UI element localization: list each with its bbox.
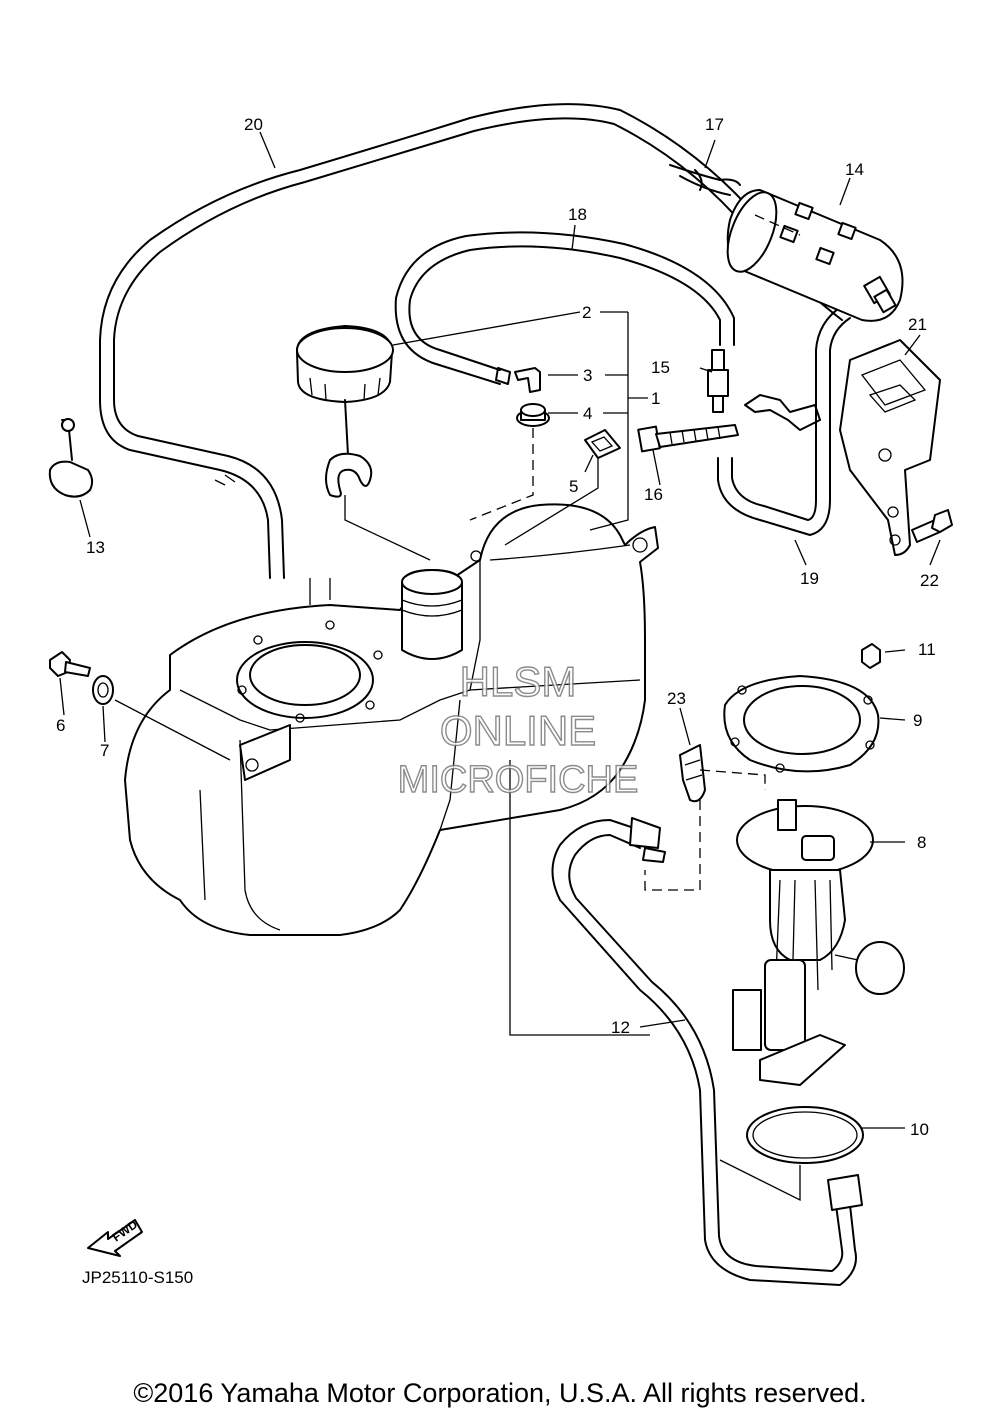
joint-3[interactable] bbox=[514, 367, 541, 393]
callout-3[interactable]: 3 bbox=[583, 366, 592, 385]
callout-1[interactable]: 1 bbox=[651, 389, 660, 408]
callout-15[interactable]: 15 bbox=[651, 358, 670, 377]
hose-12[interactable] bbox=[551, 817, 863, 1286]
collar-7[interactable] bbox=[92, 675, 114, 705]
callout-labels: 1 2 3 4 5 6 7 8 9 10 11 12 13 14 15 16 1… bbox=[56, 115, 939, 1139]
callout-12[interactable]: 12 bbox=[611, 1018, 630, 1037]
callout-18[interactable]: 18 bbox=[568, 205, 587, 224]
watermark: HLSM ONLINE MICROFICHE bbox=[397, 657, 639, 801]
diagram-code: JP25110-S150 bbox=[82, 1268, 194, 1287]
callout-2[interactable]: 2 bbox=[582, 303, 591, 322]
callout-8[interactable]: 8 bbox=[917, 833, 926, 852]
canister-14[interactable] bbox=[718, 186, 904, 322]
fuel-pump-8[interactable] bbox=[732, 799, 905, 1086]
bolt-22[interactable] bbox=[911, 509, 953, 543]
callout-16[interactable]: 16 bbox=[644, 485, 663, 504]
plate-9[interactable] bbox=[723, 675, 880, 773]
o-ring-10[interactable] bbox=[746, 1106, 864, 1164]
clip-23[interactable] bbox=[679, 744, 706, 803]
callout-22[interactable]: 22 bbox=[920, 571, 939, 590]
fuel-tank-1[interactable] bbox=[124, 503, 659, 936]
callout-21[interactable]: 21 bbox=[908, 315, 927, 334]
nut-11[interactable] bbox=[861, 643, 881, 669]
band-16[interactable] bbox=[637, 424, 739, 453]
callout-10[interactable]: 10 bbox=[910, 1120, 929, 1139]
label-5[interactable] bbox=[584, 429, 621, 459]
clamp-13[interactable] bbox=[48, 418, 94, 498]
callout-9[interactable]: 9 bbox=[913, 711, 922, 730]
hose-18[interactable] bbox=[394, 231, 735, 385]
hose-holder[interactable] bbox=[744, 394, 821, 431]
callout-19[interactable]: 19 bbox=[800, 569, 819, 588]
watermark-line-3: MICROFICHE bbox=[398, 759, 639, 801]
bracket-21[interactable] bbox=[839, 339, 941, 556]
joint-15[interactable] bbox=[707, 349, 729, 413]
callout-5[interactable]: 5 bbox=[569, 477, 578, 496]
clip-17[interactable] bbox=[669, 164, 741, 196]
hose-20[interactable] bbox=[99, 103, 851, 579]
callout-6[interactable]: 6 bbox=[56, 716, 65, 735]
callout-20[interactable]: 20 bbox=[244, 115, 263, 134]
assembly-lines bbox=[114, 312, 801, 1202]
callout-leaders bbox=[59, 131, 941, 1129]
cap-2[interactable] bbox=[295, 325, 394, 498]
callout-7[interactable]: 7 bbox=[100, 741, 109, 760]
forward-arrow-icon: FWD bbox=[87, 1217, 143, 1257]
hose-19[interactable] bbox=[717, 305, 851, 536]
watermark-line-2: ONLINE bbox=[440, 707, 596, 754]
bolt-6[interactable] bbox=[49, 651, 91, 677]
callout-11[interactable]: 11 bbox=[918, 640, 936, 659]
callout-17[interactable]: 17 bbox=[705, 115, 724, 134]
callout-14[interactable]: 14 bbox=[845, 160, 864, 179]
grommet-4[interactable] bbox=[516, 403, 550, 427]
copyright-notice: ©2016 Yamaha Motor Corporation, U.S.A. A… bbox=[133, 1378, 867, 1408]
callout-23[interactable]: 23 bbox=[667, 689, 686, 708]
watermark-line-1: HLSM bbox=[460, 658, 577, 705]
callout-4[interactable]: 4 bbox=[583, 404, 592, 423]
callout-13[interactable]: 13 bbox=[86, 538, 105, 557]
